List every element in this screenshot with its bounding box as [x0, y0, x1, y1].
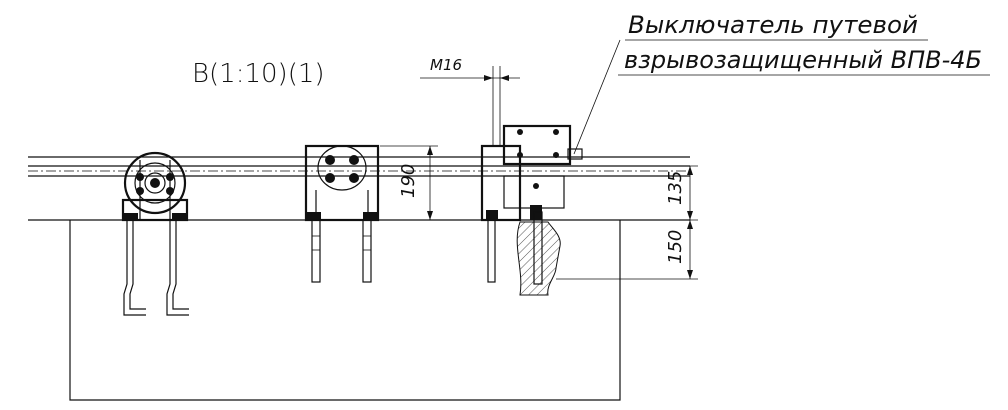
callout-line-2: взрывозащищенный ВПВ-4Б: [624, 46, 982, 74]
roller-support-left: [121, 151, 189, 316]
dimension-135-label: 135: [665, 171, 686, 205]
dimension-135-150: 135 150: [556, 165, 698, 280]
concrete-section-hatch: [516, 221, 561, 296]
view-label: B(1:10)(1): [192, 59, 325, 89]
dimension-m16: M16: [420, 56, 520, 146]
dimension-150-label: 150: [665, 230, 686, 264]
clamp-support-middle: [304, 144, 380, 283]
switch-support-right: [480, 124, 583, 296]
callout-line-1: Выключатель путевой: [628, 11, 918, 39]
callout-leader: [573, 39, 621, 155]
dimension-190-label: 190: [398, 164, 419, 198]
dimension-m16-label: M16: [430, 56, 462, 74]
anchor-bolts-middle: [311, 219, 372, 283]
dimension-190: 190: [380, 145, 438, 221]
switch-callout: Выключатель путевой взрывозащищенный ВПВ…: [573, 11, 990, 155]
